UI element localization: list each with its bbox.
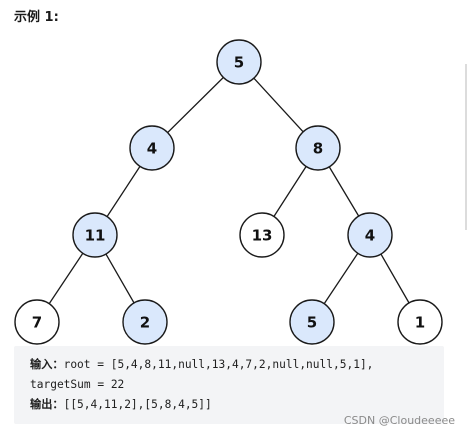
tree-edges — [36, 61, 421, 323]
csdn-watermark: CSDN @Cloudeeeee — [343, 414, 455, 427]
node-value: 4 — [147, 140, 157, 158]
node-value: 11 — [85, 227, 106, 245]
page-edge-divider — [465, 64, 467, 230]
node-value: 4 — [365, 227, 375, 245]
input-line-2: targetSum = 22 — [30, 378, 125, 391]
example-heading: 示例 1: — [14, 10, 59, 25]
node-value: 5 — [234, 54, 244, 72]
tree-node: 7 — [14, 299, 60, 345]
tree-node: 1 — [397, 299, 443, 345]
example-code-block: 输入：root = [5,4,8,11,null,13,4,7,2,null,n… — [14, 346, 444, 424]
node-value: 1 — [415, 314, 425, 332]
tree-node: 11 — [72, 212, 118, 258]
tree-node: 13 — [239, 212, 285, 258]
tree-node: 5 — [289, 299, 335, 345]
example-code: 输入：root = [5,4,8,11,null,13,4,7,2,null,n… — [30, 355, 373, 415]
node-value: 7 — [32, 314, 42, 332]
node-value: 13 — [252, 227, 273, 245]
node-value: 5 — [307, 314, 317, 332]
node-value: 2 — [140, 314, 150, 332]
input-line-1: root = [5,4,8,11,null,13,4,7,2,null,null… — [63, 358, 374, 371]
output-value: [[5,4,11,2],[5,8,4,5]] — [63, 398, 212, 411]
output-label: 输出： — [30, 398, 64, 411]
tree-node: 5 — [216, 39, 262, 85]
tree-nodes: 5 4 8 11 13 4 7 2 — [14, 39, 443, 345]
tree-node: 4 — [129, 125, 175, 171]
input-label: 输入： — [30, 358, 64, 371]
tree-node: 4 — [347, 212, 393, 258]
tree-node: 2 — [122, 299, 168, 345]
node-value: 8 — [313, 140, 323, 158]
binary-tree-diagram: 5 4 8 11 13 4 7 2 — [14, 39, 443, 345]
tree-node: 8 — [295, 125, 341, 171]
